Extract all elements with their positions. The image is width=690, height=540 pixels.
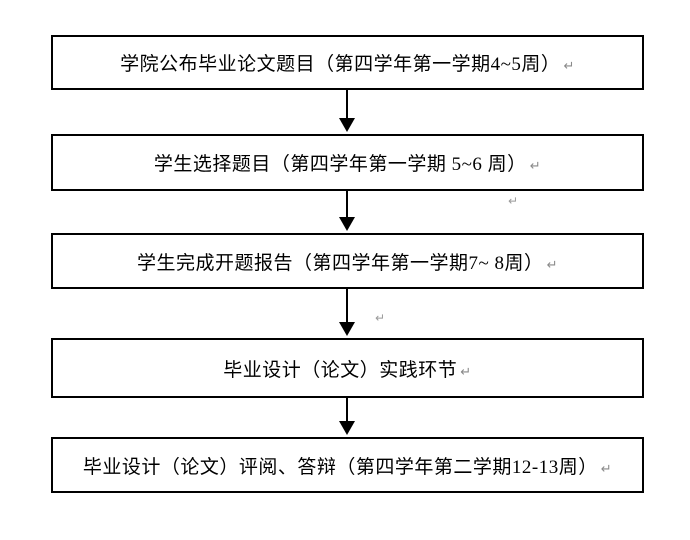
flow-step-4: 毕业设计（论文）实践环节↵ <box>51 338 644 398</box>
step-label: 毕业设计（论文）评阅、答辩（第四学年第二学期12-13周）↵ <box>82 456 613 478</box>
arrow-head-icon <box>339 217 355 231</box>
flow-step-1: 学院公布毕业论文题目（第四学年第一学期4~5周）↵ <box>51 35 644 90</box>
arrow-head-icon <box>339 322 355 336</box>
down-arrow-1 <box>339 90 355 132</box>
step-label: 学生完成开题报告（第四学年第一学期7~ 8周）↵ <box>137 252 558 274</box>
arrow-head-icon <box>339 118 355 132</box>
line-break-mark-icon: ↵ <box>460 364 472 380</box>
arrow-head-icon <box>339 421 355 435</box>
line-break-mark-icon: ↵ <box>529 159 542 174</box>
line-break-mark-icon: ↵ <box>508 194 519 208</box>
line-break-mark-icon: ↵ <box>546 257 558 273</box>
down-arrow-3 <box>339 289 355 336</box>
down-arrow-4 <box>339 397 355 435</box>
step-label: 毕业设计（论文）实践环节↵ <box>223 359 472 381</box>
line-break-mark-icon: ↵ <box>600 461 613 477</box>
line-break-mark-icon: ↵ <box>375 311 386 325</box>
arrow-stem <box>346 191 348 218</box>
arrow-stem <box>346 397 348 422</box>
flow-step-3: 学生完成开题报告（第四学年第一学期7~ 8周）↵ <box>51 233 644 289</box>
step-label: 学院公布毕业论文题目（第四学年第一学期4~5周）↵ <box>120 54 575 75</box>
line-break-mark-icon: ↵ <box>563 59 575 74</box>
flow-step-2: 学生选择题目（第四学年第一学期 5~6 周）↵ <box>51 134 644 191</box>
down-arrow-2 <box>339 191 355 231</box>
step-label: 学生选择题目（第四学年第一学期 5~6 周）↵ <box>153 154 542 175</box>
flow-step-5: 毕业设计（论文）评阅、答辩（第四学年第二学期12-13周）↵ <box>51 437 644 493</box>
arrow-stem <box>346 289 348 323</box>
arrow-stem <box>346 90 348 119</box>
